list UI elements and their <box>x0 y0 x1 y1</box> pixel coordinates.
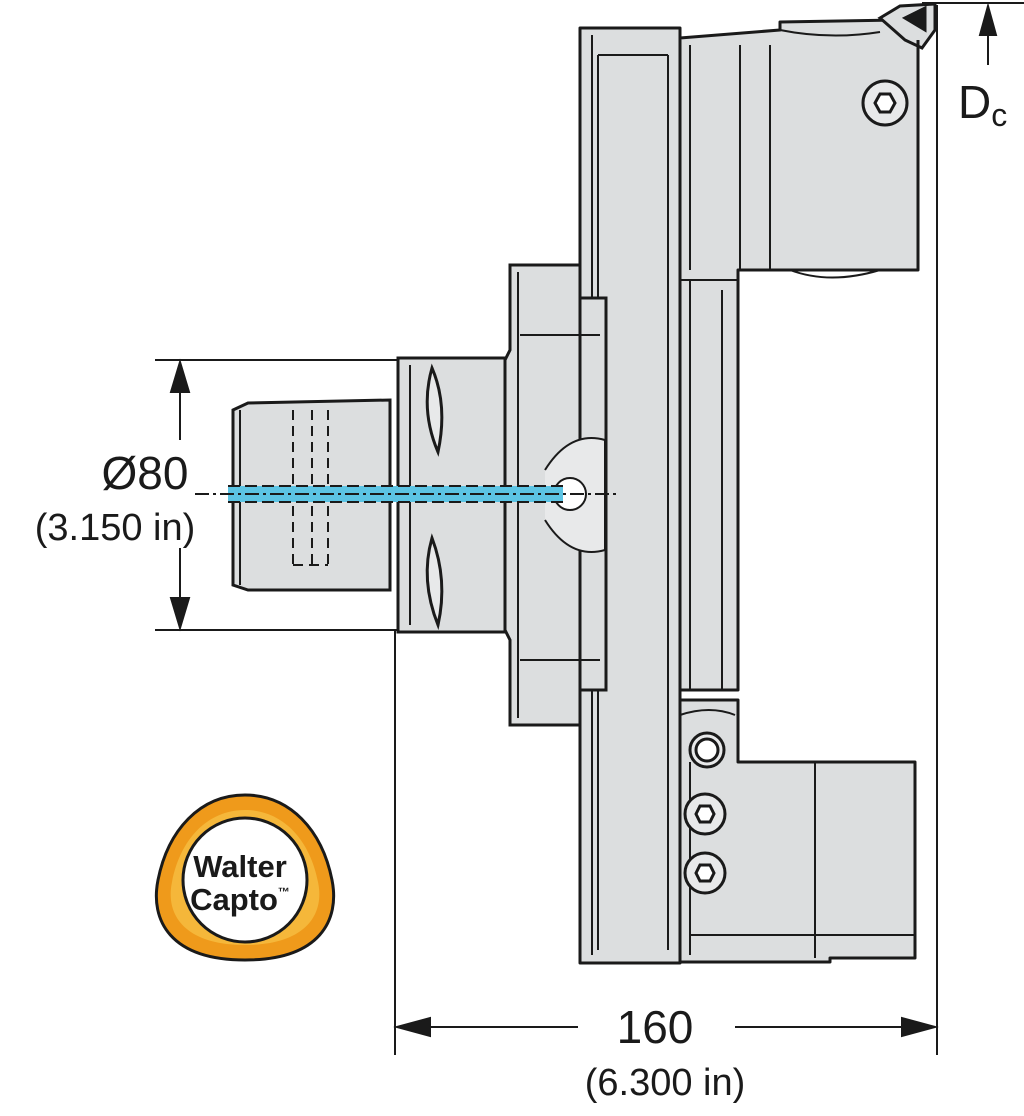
diameter-imperial: (3.150 in) <box>35 507 196 549</box>
hex-screw-icon <box>683 792 727 836</box>
length-imperial: (6.300 in) <box>585 1062 746 1104</box>
tool-body <box>578 18 920 965</box>
length-value: 160 <box>617 1001 694 1053</box>
diameter-value: Ø80 <box>102 447 189 499</box>
logo-trademark: ™ <box>278 885 290 899</box>
walter-capto-logo: Walter Capto™ <box>154 793 336 962</box>
cutting-insert <box>877 2 937 80</box>
extension-lines <box>155 2 1024 1055</box>
dc-subscript: c <box>991 97 1007 133</box>
length-dimension <box>393 1016 939 1038</box>
dc-symbol: D <box>958 76 991 128</box>
logo-line2: Capto <box>190 882 278 917</box>
dc-dimension <box>978 2 998 65</box>
bottom-clamp-block <box>678 698 917 964</box>
round-screw-icon <box>688 731 726 769</box>
hex-screw-icon <box>683 851 727 895</box>
screws <box>683 79 909 895</box>
coolant-channel <box>195 485 620 503</box>
logo-line2-group: Capto™ <box>190 882 290 917</box>
logo-line1: Walter <box>193 849 287 884</box>
hex-screw-icon <box>861 79 909 127</box>
shank-detail <box>239 363 444 631</box>
dc-label: Dc <box>958 76 1007 133</box>
diameter-dimension <box>169 358 191 632</box>
